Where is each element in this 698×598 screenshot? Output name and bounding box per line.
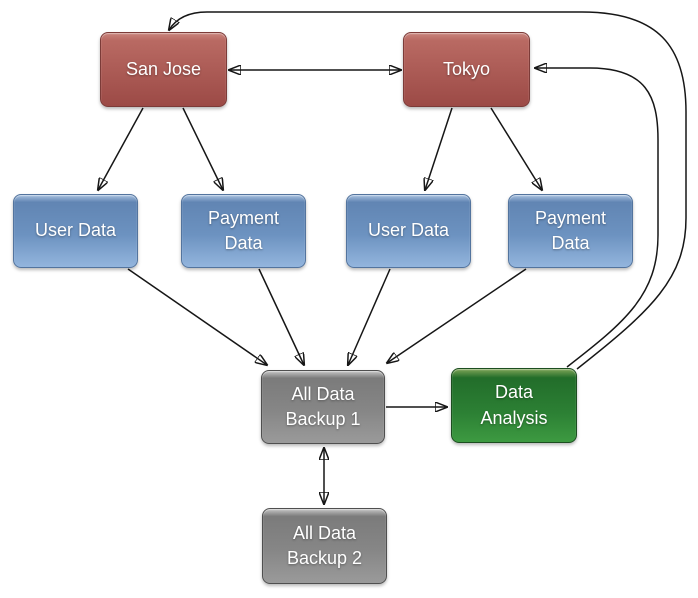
node-payment-data-east: Payment Data xyxy=(508,194,633,268)
node-all-data-backup-1-label: All Data Backup 1 xyxy=(285,383,361,429)
node-data-analysis-label: Data Analysis xyxy=(480,382,548,428)
node-user-data-west-label: User Data xyxy=(34,220,117,241)
node-data-analysis: Data Analysis xyxy=(451,368,577,443)
node-all-data-backup-2-label: All Data Backup 2 xyxy=(286,522,363,568)
edge-user-data-east-backup-1 xyxy=(348,268,391,365)
node-tokyo: Tokyo xyxy=(403,32,530,107)
node-user-data-east: User Data xyxy=(346,194,471,268)
node-payment-data-east-label: Payment Data xyxy=(534,207,607,253)
node-all-data-backup-1: All Data Backup 1 xyxy=(261,370,385,444)
edge-payment-data-east-backup-1 xyxy=(387,268,527,363)
edge-san-jose-user-data-west xyxy=(98,107,144,190)
node-payment-data-west: Payment Data xyxy=(181,194,306,268)
edge-data-analysis-san-jose xyxy=(169,11,687,370)
node-san-jose-label: San Jose xyxy=(125,58,202,79)
node-user-data-west: User Data xyxy=(13,194,138,268)
edge-data-analysis-tokyo xyxy=(535,68,659,368)
edge-tokyo-payment-data-east xyxy=(490,107,542,190)
edge-user-data-west-backup-1 xyxy=(127,268,267,365)
node-tokyo-label: Tokyo xyxy=(442,58,491,79)
edge-payment-data-west-backup-1 xyxy=(258,268,304,365)
node-payment-data-west-label: Payment Data xyxy=(207,207,280,253)
node-all-data-backup-2: All Data Backup 2 xyxy=(262,508,387,584)
edge-san-jose-payment-data-west xyxy=(182,107,223,190)
node-san-jose: San Jose xyxy=(100,32,227,107)
edge-tokyo-user-data-east xyxy=(425,107,453,190)
node-user-data-east-label: User Data xyxy=(367,220,450,241)
